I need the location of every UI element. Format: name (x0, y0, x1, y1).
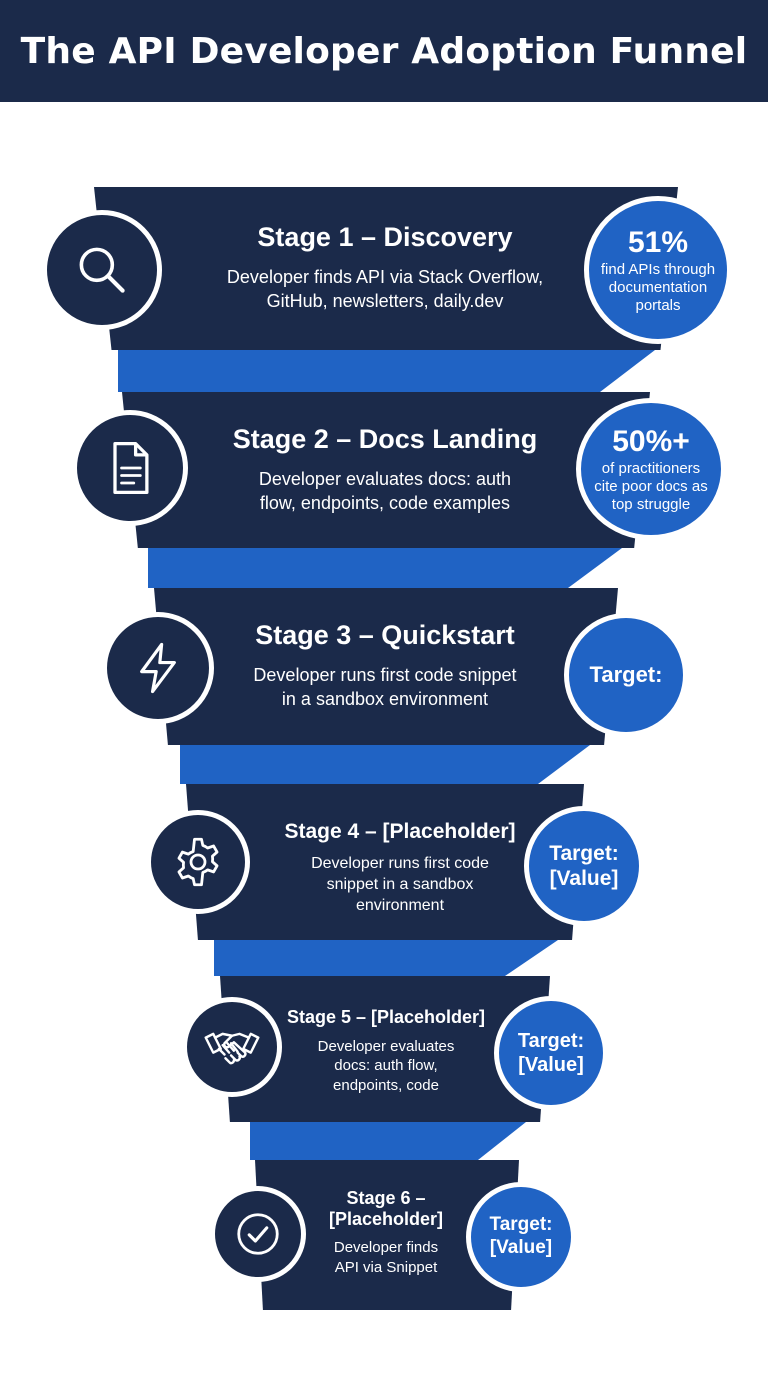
connector-1-2 (118, 350, 655, 392)
stage-6-description: Developer finds API via Snippet (333, 1239, 439, 1276)
stage-2-stat-circle: 50%+ of practitioners cite poor docs as … (576, 398, 726, 540)
stage-2-description: Developer evaluates docs: auth flow, end… (258, 469, 512, 514)
handshake-icon (204, 1032, 260, 1065)
page-title: The API Developer Adoption Funnel (20, 30, 748, 72)
checkmark-icon (237, 1213, 279, 1255)
stage-3-title: Stage 3 – Quickstart (255, 620, 515, 650)
stage-1-icon-circle (42, 210, 162, 330)
stage-5-text: Stage 5 – [Placeholder] Developer evalua… (266, 1007, 506, 1095)
stage-4-title: Stage 4 – [Placeholder] (284, 820, 516, 843)
stage-5-description: Developer evaluates docs: auth flow, end… (317, 1037, 455, 1094)
stage-1-stat-value: 51% (627, 225, 689, 259)
stage-3-icon-circle (102, 612, 214, 724)
stage-2-text: Stage 2 – Docs Landing Developer evaluat… (200, 424, 570, 516)
stage-4-text: Stage 4 – [Placeholder] Developer runs f… (240, 820, 560, 917)
stage-5-stat-circle: Target: [Value] (494, 996, 608, 1110)
stage-6-stat-value: Target: [Value] (489, 1214, 553, 1258)
stage-5-title: Stage 5 – [Placeholder] (286, 1007, 486, 1027)
stage-1-text: Stage 1 – Discovery Developer finds API … (190, 222, 580, 314)
stage-3-stat-circle: Target: (564, 613, 688, 737)
gear-icon (177, 837, 219, 887)
lightning-icon (140, 642, 176, 694)
connector-3-4 (180, 745, 590, 784)
stage-3-stat-value: Target: (589, 661, 663, 687)
stage-2-stat-label: of practitioners cite poor docs as top s… (594, 459, 708, 513)
stage-1-title: Stage 1 – Discovery (257, 222, 513, 252)
stage-4-stat-value: Target: [Value] (549, 841, 619, 890)
connector-5-6 (250, 1122, 526, 1160)
stage-3-text: Stage 3 – Quickstart Developer runs firs… (215, 620, 555, 712)
stage-3-band (154, 588, 618, 745)
stage-2-title: Stage 2 – Docs Landing (232, 424, 538, 454)
stage-1-band (94, 187, 678, 350)
stage-1-stat-label: find APIs through documentation portals (600, 260, 716, 314)
stage-6-icon-circle (210, 1186, 306, 1282)
stage-4-stat-circle: Target: [Value] (524, 806, 644, 926)
stage-1-stat-circle: 51% find APIs through documentation port… (584, 196, 732, 344)
stage-5-stat-value: Target: [Value] (517, 1030, 585, 1076)
search-icon (79, 247, 125, 293)
stage-2-stat-value: 50%+ (612, 424, 690, 458)
stage-6-title: Stage 6 – [Placeholder] (328, 1188, 444, 1229)
stage-2-band (122, 392, 650, 548)
connector-2-3 (148, 548, 622, 588)
stage-1-description: Developer finds API via Stack Overflow, … (226, 267, 544, 312)
stage-4-icon-circle (146, 810, 250, 914)
stage-6-text: Stage 6 – [Placeholder] Developer finds … (300, 1188, 472, 1277)
document-icon (113, 441, 149, 495)
stage-6-stat-circle: Target: [Value] (466, 1182, 576, 1292)
stage-5-icon-circle (182, 997, 282, 1097)
stage-4-band (186, 784, 584, 940)
connector-4-5 (214, 940, 558, 976)
stage-4-description: Developer runs first code snippet in a s… (311, 855, 489, 914)
header-bar: The API Developer Adoption Funnel (0, 0, 768, 102)
stage-3-description: Developer runs first code snippet in a s… (253, 665, 517, 710)
stage-2-icon-circle (72, 410, 188, 526)
